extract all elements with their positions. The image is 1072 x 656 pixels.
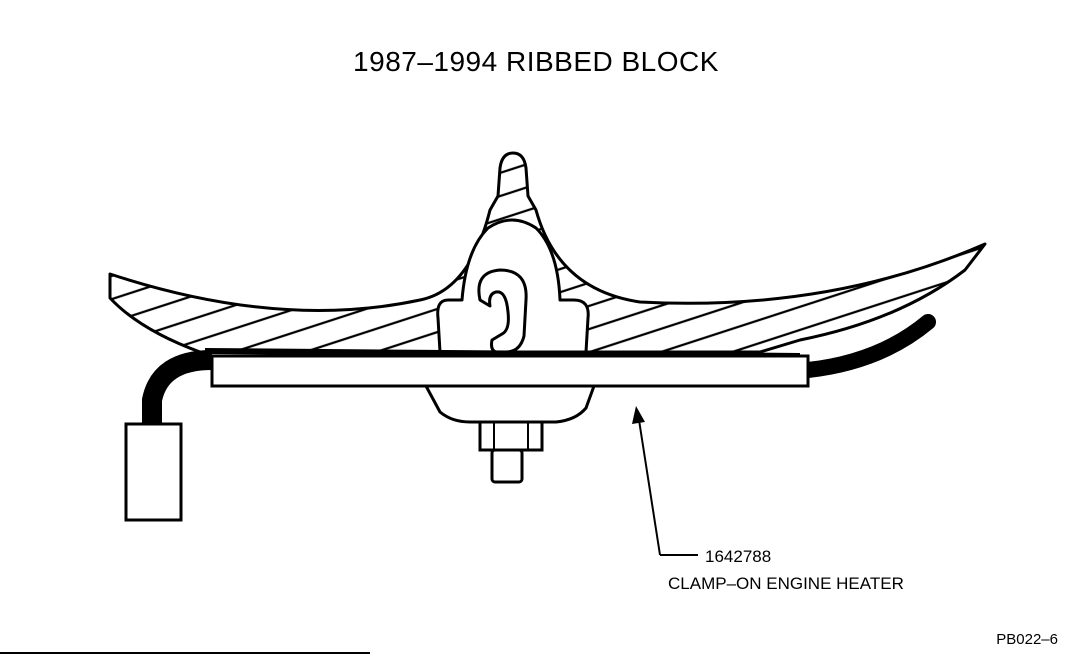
hex-nut — [478, 420, 544, 452]
leader-line-diagonal — [638, 419, 661, 556]
bolt-stud — [490, 448, 524, 484]
heater-cord-left — [142, 350, 213, 430]
heating-element — [210, 354, 810, 388]
part-number-label: 1642788 — [705, 547, 772, 566]
figure-reference: PB022–6 — [996, 631, 1058, 648]
clamp-bracket — [424, 384, 596, 424]
leader-arrowhead — [632, 406, 645, 424]
plug-connector — [124, 422, 183, 522]
heater-cord-right — [800, 314, 936, 378]
part-description-label: CLAMP–ON ENGINE HEATER — [668, 574, 904, 593]
hook-bolt — [477, 268, 528, 354]
diagram-title: 1987–1994 RIBBED BLOCK — [353, 46, 719, 77]
